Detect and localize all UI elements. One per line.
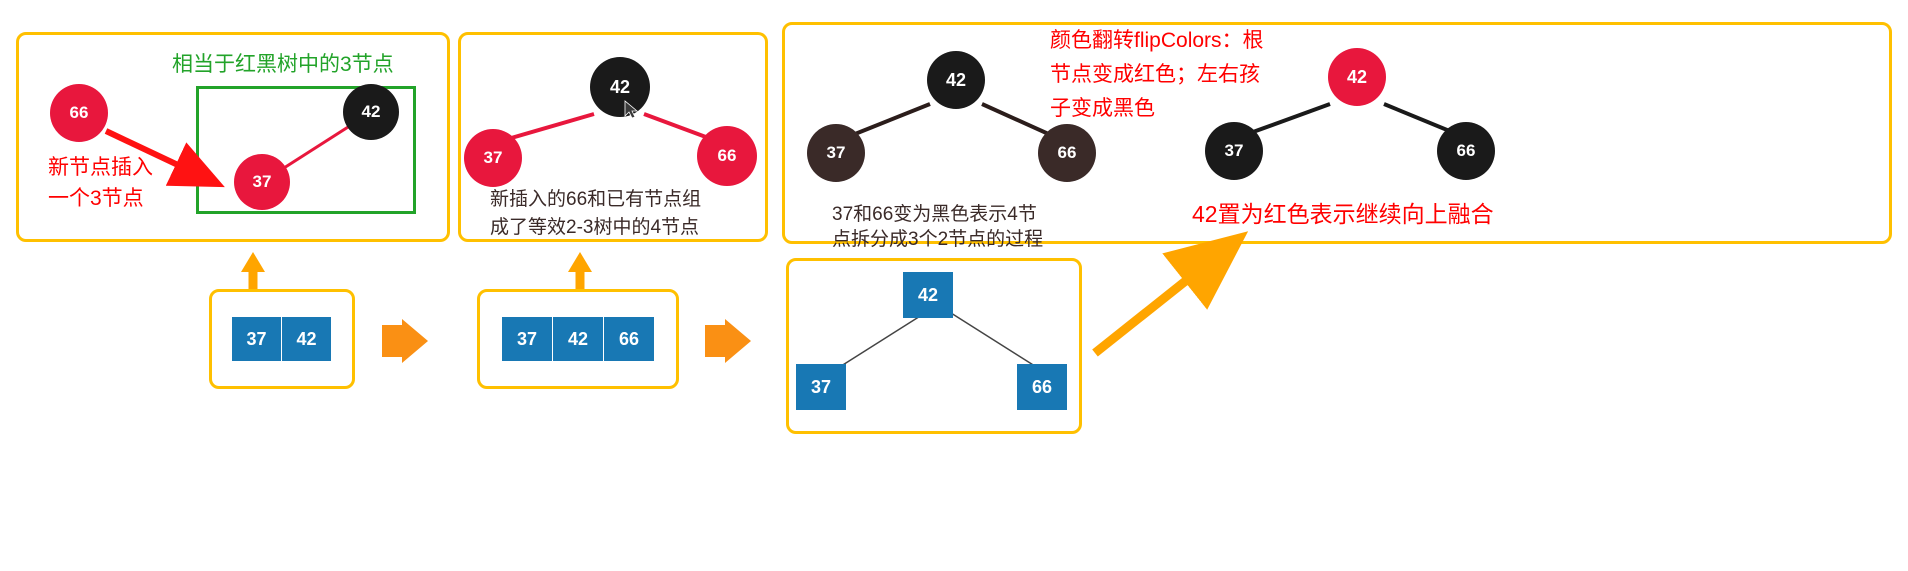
bottom-box2-cell-37: 37: [502, 317, 552, 361]
panel3-left-node-42: 42: [927, 51, 985, 109]
panel3-left-tree-edges: [849, 102, 1054, 138]
panel1-insert-arrow: [104, 128, 225, 188]
panel3-left-node-37: 37: [807, 124, 865, 182]
bottom-box1-cell-42: 42: [282, 317, 331, 361]
panel2-node-37: 37: [464, 129, 522, 187]
panel3-right-node-66: 66: [1437, 122, 1495, 180]
panel3-right-node-42: 42: [1328, 48, 1386, 106]
panel1-insert-note-line1: 新节点插入: [48, 156, 153, 179]
panel3-flip-note-line1: 颜色翻转flipColors：根: [1050, 29, 1264, 52]
panel2-caption-line1: 新插入的66和已有节点组: [490, 189, 702, 210]
panel1-node-66: 66: [50, 84, 108, 142]
bottom-tree-left-37: 37: [796, 364, 846, 410]
panel3-flip-note-line3: 子变成黑色: [1050, 97, 1155, 120]
bottom-tree-edges: [837, 312, 1039, 369]
panel3-right-tree-edges: [1252, 102, 1453, 134]
panel3-caption-line1: 37和66变为黑色表示4节: [832, 204, 1037, 225]
panel3-merge-note: 42置为红色表示继续向上融合: [1192, 201, 1494, 227]
panel3-flip-note-line2: 节点变成红色；左右孩: [1050, 63, 1260, 86]
panel2-node-42: 42: [590, 57, 650, 117]
bottom-tree-right-66: 66: [1017, 364, 1067, 410]
panel3-left-node-66: 66: [1038, 124, 1096, 182]
panel3-right-node-37: 37: [1205, 122, 1263, 180]
panel2-node-66: 66: [697, 126, 757, 186]
panel2-caption-line2: 成了等效2-3树中的4节点: [490, 217, 700, 238]
panel2-cursor-icon: [624, 100, 639, 119]
orange-diagonal-arrow-to-panel3: [1092, 231, 1249, 357]
bottom-box2-cell-66: 66: [604, 317, 654, 361]
panel1-node-37: 37: [234, 154, 290, 210]
bottom-box2-cell-42: 42: [553, 317, 603, 361]
panel3-caption-line2: 点拆分成3个2节点的过程: [832, 229, 1044, 250]
bottom-tree-root-42: 42: [903, 272, 953, 318]
bottom-box1-cell-37: 37: [232, 317, 281, 361]
orange-triangle-arrow-1: [382, 319, 428, 363]
panel1-node-42: 42: [343, 84, 399, 140]
panel1-insert-note-line2: 一个3节点: [48, 187, 144, 210]
orange-triangle-arrow-2: [705, 319, 751, 363]
panel1-green-label: 相当于红黑树中的3节点: [172, 53, 394, 76]
